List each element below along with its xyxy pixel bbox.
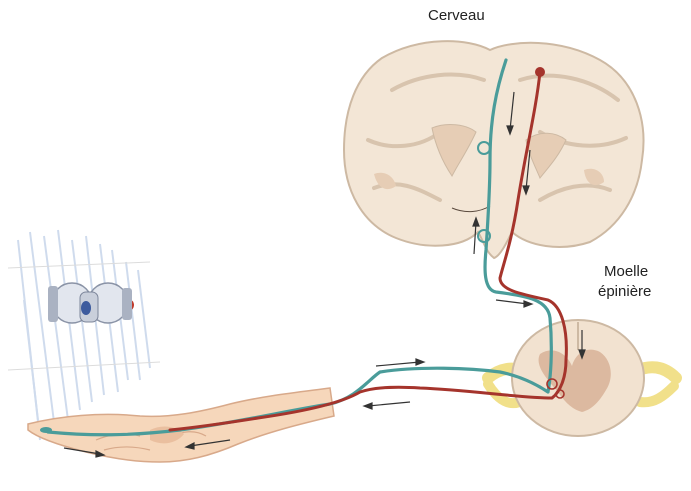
water-streaks bbox=[18, 230, 150, 440]
motor-neuron-soma bbox=[535, 67, 545, 77]
spinal-cord-label-line2: épinière bbox=[598, 283, 651, 302]
spinal-cord-label-line1: Moelle bbox=[604, 263, 648, 282]
brain-label: Cerveau bbox=[428, 7, 485, 26]
arm-and-hand bbox=[28, 388, 334, 462]
brain-section bbox=[344, 41, 643, 258]
